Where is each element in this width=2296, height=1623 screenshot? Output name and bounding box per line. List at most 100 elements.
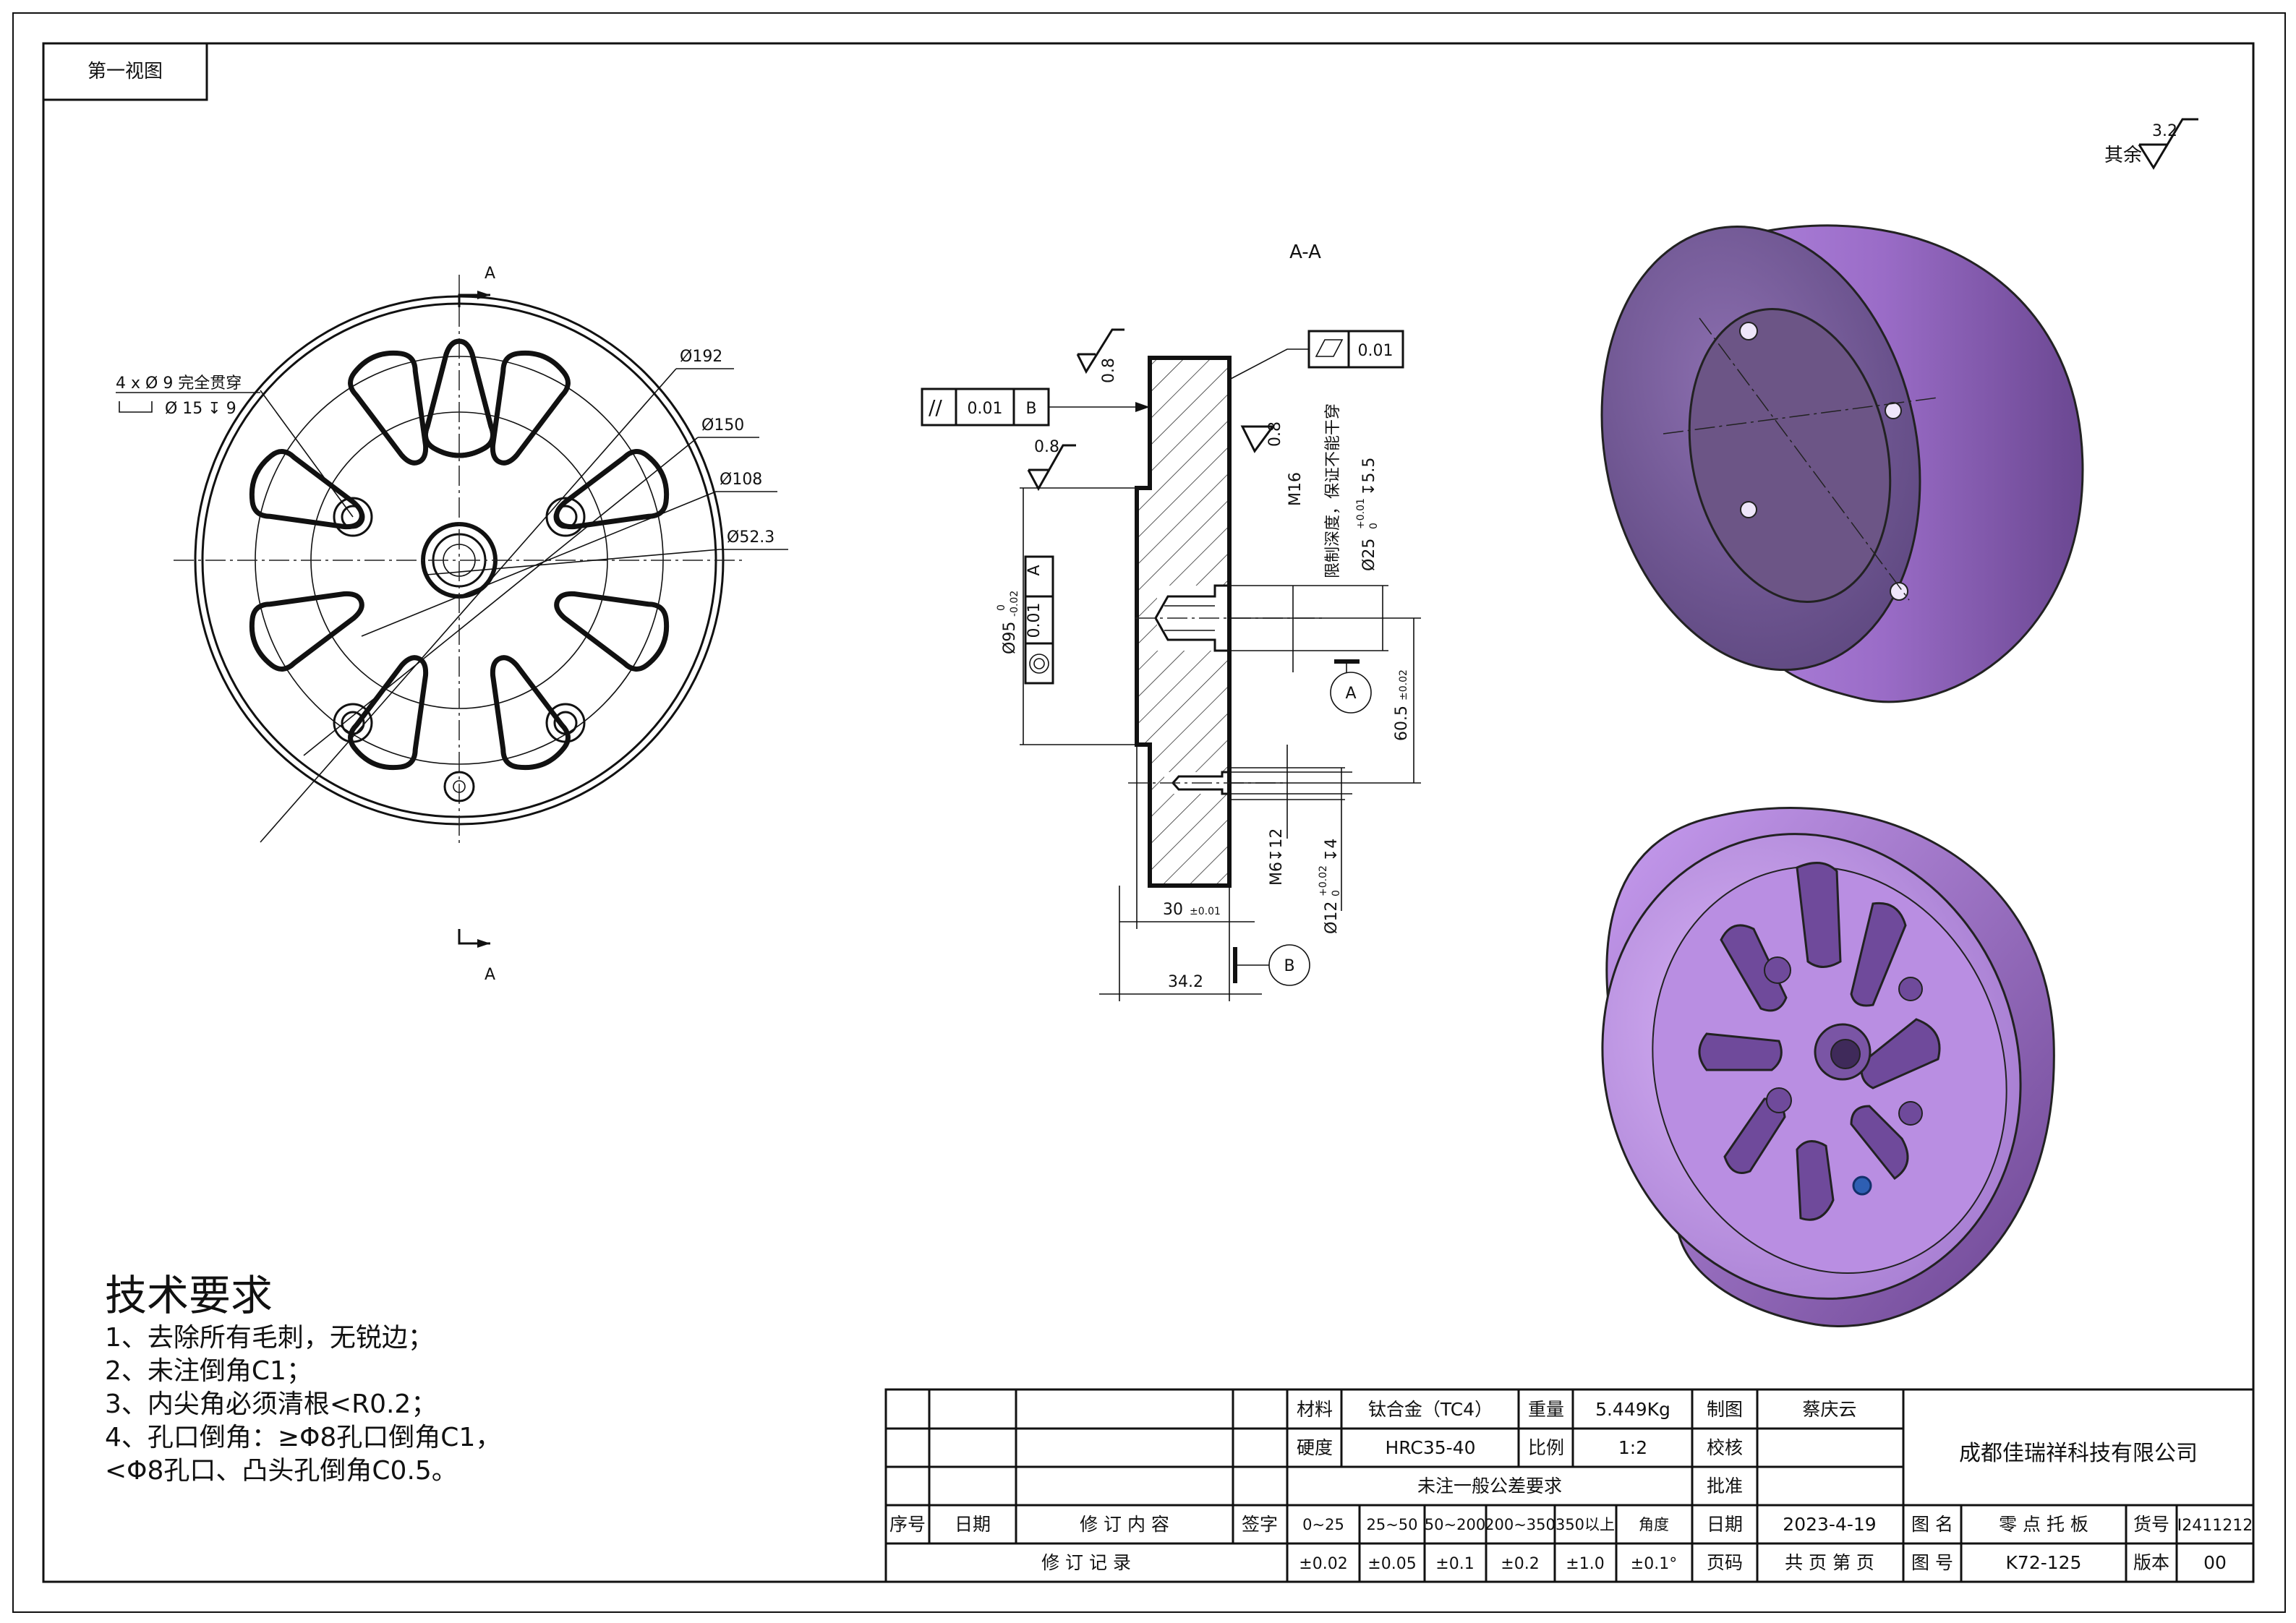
- hardness-label: 硬度: [1297, 1437, 1333, 1458]
- datum-b: B: [1284, 957, 1294, 975]
- code-label: 图 号: [1911, 1552, 1953, 1573]
- dia-95-lower: -0.02: [1009, 591, 1020, 617]
- tol-range-4: 350以上: [1555, 1516, 1615, 1533]
- tol-value-2: ±0.1: [1435, 1555, 1474, 1573]
- conc-value: 0.01: [1025, 603, 1044, 638]
- outer-frame: [12, 12, 2286, 1613]
- dia-95-upper: 0: [996, 604, 1007, 611]
- weight-value: 5.449Kg: [1595, 1399, 1670, 1420]
- rev-col-date: 日期: [955, 1514, 991, 1535]
- dia-108: Ø108: [720, 471, 762, 489]
- scale-value: 1:2: [1618, 1437, 1647, 1458]
- view-label-box: [42, 42, 208, 101]
- name-value: 零 点 托 板: [1999, 1514, 2088, 1535]
- dia-95: Ø95: [1001, 622, 1019, 654]
- version-value: 00: [2203, 1552, 2227, 1573]
- section-mark-bottom: A: [485, 966, 495, 984]
- page-value: 共 页 第 页: [1785, 1552, 1874, 1573]
- tech-item-2: 2、未注倒角C1；: [105, 1356, 312, 1386]
- conc-datum: A: [1025, 565, 1044, 575]
- pin-hole: [443, 771, 475, 802]
- tol-value-5: ±0.1°: [1631, 1555, 1677, 1573]
- version-label: 版本: [2133, 1552, 2169, 1573]
- dim-60-tol: ±0.02: [1398, 669, 1409, 701]
- dim-30: 30: [1163, 901, 1183, 919]
- dia-150: Ø150: [701, 416, 744, 434]
- section-view: A-A M16 限制深度，保证不能干穿: [921, 241, 1421, 1001]
- hole-bl: [333, 703, 373, 743]
- approve-label: 批准: [1707, 1476, 1743, 1496]
- dia-12-depth: ↧4: [1323, 839, 1341, 862]
- rev-col-sign: 签字: [1242, 1514, 1278, 1535]
- general-roughness-label: 其余: [2104, 145, 2142, 166]
- tech-item-4: 4、孔口倒角：≥Φ8孔口倒角C1，: [105, 1423, 501, 1452]
- flat-value: 0.01: [1358, 342, 1394, 360]
- section-title: A-A: [1289, 241, 1321, 263]
- front-view: Ø192 Ø150 Ø108 Ø52.3 4 x Ø 9 完全贯穿 Ø 15 ↧…: [116, 265, 788, 984]
- tol-value-0: ±0.02: [1299, 1555, 1347, 1573]
- date-label: 日期: [1707, 1514, 1743, 1535]
- general-roughness-value: 3.2: [2152, 122, 2177, 140]
- material-label: 材料: [1297, 1399, 1333, 1420]
- tol-value-3: ±0.2: [1501, 1555, 1539, 1573]
- code-value: K72-125: [2006, 1552, 2082, 1573]
- scale-label: 比例: [1528, 1437, 1564, 1458]
- dia-52: Ø52.3: [727, 528, 774, 547]
- dia-25-lower: 0: [1368, 523, 1380, 529]
- title-block: 材料 钛合金（TC4） 重量 5.449Kg 制图 蔡庆云 硬度 HRC35-4…: [884, 1388, 2255, 1583]
- dia-25: Ø25: [1360, 539, 1378, 571]
- part-no-label: 货号: [2133, 1514, 2169, 1535]
- date-value: 2023-4-19: [1783, 1514, 1876, 1535]
- tol-value-1: ±0.05: [1367, 1555, 1416, 1573]
- dim-60: 60.5: [1393, 706, 1411, 741]
- dim-30-tol: ±0.01: [1190, 906, 1221, 917]
- part-no-value: I2411212: [2177, 1517, 2253, 1535]
- hole-tl: [333, 497, 373, 537]
- dia-12-upper: +0.02: [1318, 865, 1329, 896]
- iso-view-back: [1600, 224, 2084, 703]
- rough-2: 0.8: [1034, 438, 1059, 456]
- hardness-value: HRC35-40: [1385, 1437, 1475, 1458]
- hole-callout-2: Ø 15 ↧ 9: [165, 400, 236, 418]
- parallel-value: 0.01: [968, 400, 1003, 418]
- weight-label: 重量: [1528, 1399, 1564, 1420]
- general-roughness: 其余 3.2: [2104, 118, 2198, 170]
- hole-br: [545, 703, 586, 743]
- check-label: 校核: [1707, 1437, 1743, 1458]
- rev-col-content: 修 订 内 容: [1080, 1514, 1169, 1535]
- datum-a: A: [1345, 685, 1356, 703]
- dia-192: Ø192: [680, 348, 722, 366]
- drawn-label: 制图: [1707, 1399, 1743, 1420]
- m16-note: 限制深度，保证不能干穿: [1324, 403, 1342, 578]
- tech-item-1: 1、去除所有毛刺，无锐边；: [105, 1323, 434, 1353]
- view-label: 第一视图: [88, 61, 163, 82]
- dia-12: Ø12: [1323, 902, 1341, 934]
- tech-item-3: 3、内尖角必须清根<R0.2；: [105, 1389, 437, 1419]
- name-label: 图 名: [1911, 1514, 1953, 1535]
- tol-range-0: 0~25: [1302, 1516, 1344, 1533]
- rev-record: 修 订 记 录: [1041, 1552, 1131, 1573]
- dim-34: 34.2: [1168, 973, 1203, 991]
- tol-range-1: 25~50: [1366, 1516, 1417, 1533]
- rough-1: 0.8: [1100, 358, 1118, 383]
- dia-25-upper: +0.01: [1355, 498, 1367, 529]
- tol-range-3: 200~350: [1485, 1516, 1555, 1533]
- dia-25-depth: ↧5.5: [1360, 458, 1378, 496]
- company-name: 成都佳瑞祥科技有限公司: [1959, 1441, 2198, 1466]
- rev-col-no: 序号: [889, 1514, 926, 1535]
- m6-label: M6↧12: [1268, 828, 1286, 886]
- parallel-symbol: //: [929, 395, 942, 419]
- general-tol-label: 未注一般公差要求: [1417, 1476, 1562, 1496]
- parallel-datum: B: [1025, 400, 1036, 418]
- tol-value-4: ±1.0: [1566, 1555, 1604, 1573]
- dia-12-lower: 0: [1331, 890, 1342, 896]
- tech-title: 技术要求: [105, 1271, 273, 1320]
- page-label: 页码: [1707, 1552, 1743, 1573]
- hole-callout-1: 4 x Ø 9 完全贯穿: [116, 374, 242, 393]
- material-value: 钛合金（TC4）: [1368, 1399, 1493, 1420]
- iso-view-front: [1601, 807, 2055, 1327]
- section-mark-top: A: [485, 265, 495, 283]
- rough-3: 0.8: [1266, 421, 1284, 447]
- m16-label: M16: [1286, 472, 1305, 506]
